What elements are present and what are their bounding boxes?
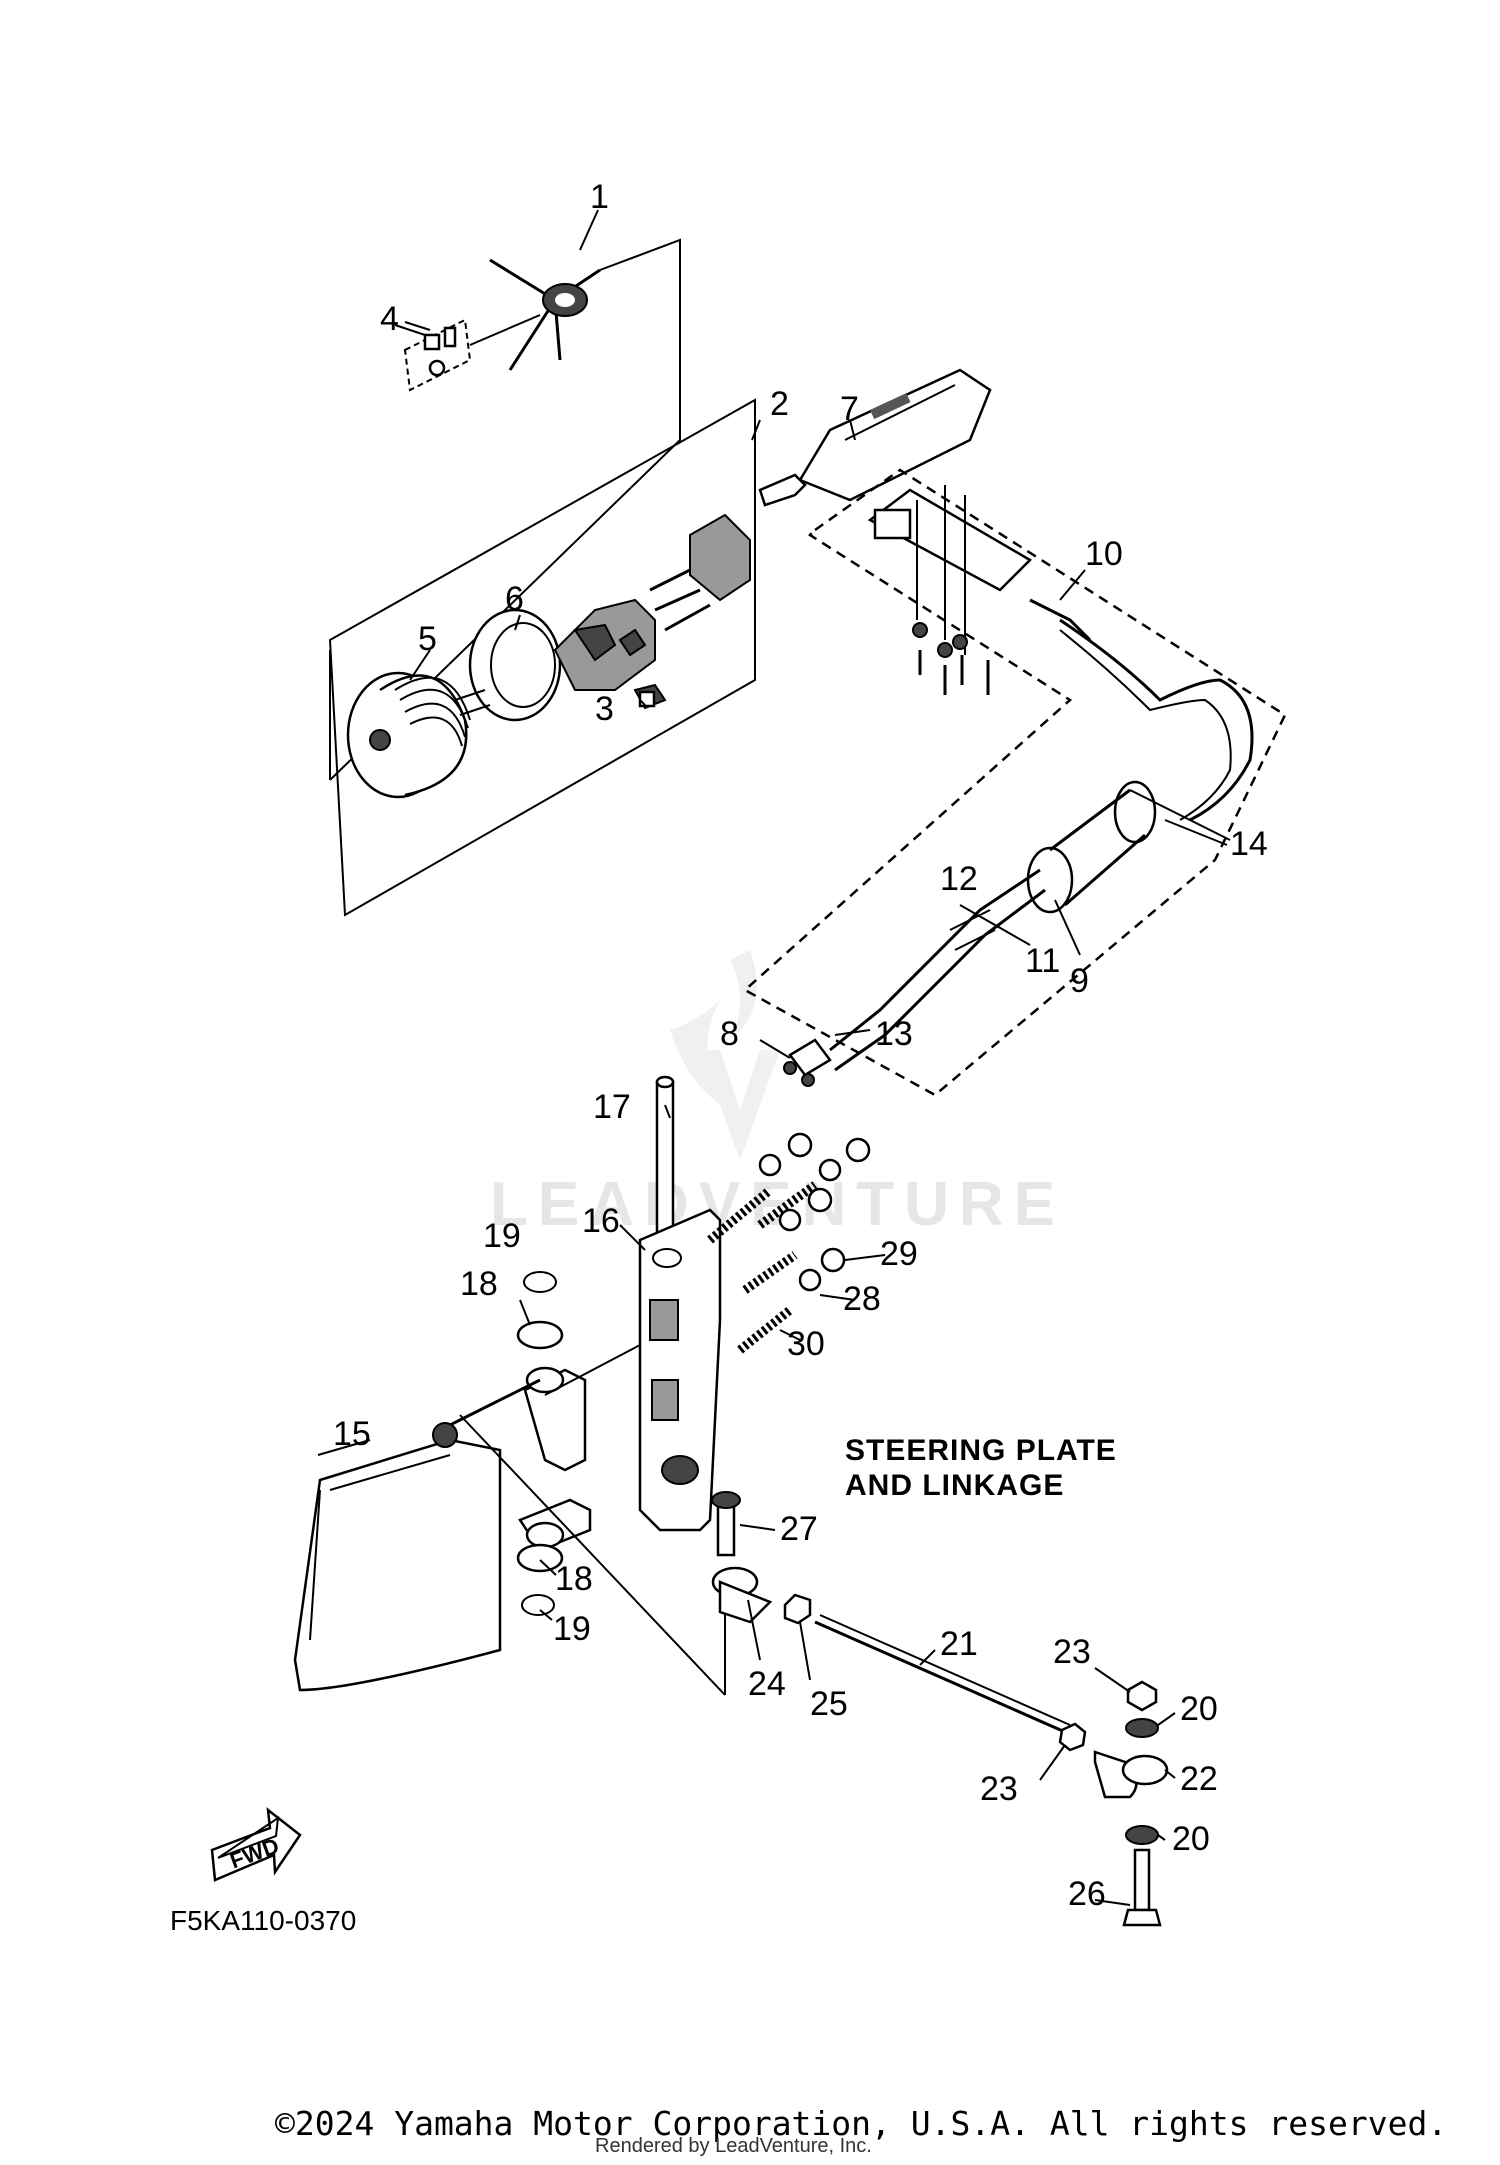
- callout-17: 17: [593, 1088, 631, 1126]
- callout-29: 29: [880, 1235, 918, 1273]
- callout-23b: 23: [980, 1770, 1018, 1808]
- hub-assembly-group: [328, 398, 756, 917]
- callout-4: 4: [380, 300, 399, 338]
- callout-20a: 20: [1180, 1690, 1218, 1728]
- rendered-by-notice: Rendered by LeadVenture, Inc.: [595, 2135, 872, 2157]
- callout-15: 15: [333, 1415, 371, 1453]
- callout-30: 30: [787, 1325, 825, 1363]
- callout-14: 14: [1230, 825, 1268, 863]
- copyright-notice: ©2024 Yamaha Motor Corporation, U.S.A. A…: [275, 2104, 1447, 2143]
- callout-11: 11: [1025, 942, 1060, 980]
- callout-6: 6: [505, 580, 524, 618]
- callout-8: 8: [720, 1015, 739, 1053]
- steering-plate-group: [293, 1271, 726, 1696]
- callout-28: 28: [843, 1280, 881, 1318]
- callout-19a: 19: [483, 1217, 521, 1255]
- diagram-title-line2: AND LINKAGE: [845, 1469, 1064, 1502]
- callout-3: 3: [595, 690, 614, 728]
- callout-13: 13: [875, 1015, 913, 1053]
- callout-27: 27: [780, 1510, 818, 1548]
- callout-2: 2: [770, 385, 789, 423]
- drawing-code: F5KA110-0370: [170, 1905, 356, 1936]
- bracket-group: [638, 1075, 886, 1532]
- cable-group: [783, 780, 1231, 1087]
- callout-5: 5: [418, 620, 437, 658]
- callout-20b: 20: [1172, 1820, 1210, 1858]
- callout-1: 1: [590, 178, 609, 216]
- callout-18b: 18: [555, 1560, 593, 1598]
- callout-21: 21: [940, 1625, 978, 1663]
- watermark-text: LEADVENTURE: [490, 1170, 1065, 1239]
- ribbed-housing: [346, 671, 471, 799]
- fwd-arrow-icon: FWD: [210, 1807, 302, 1882]
- callout-9: 9: [1070, 962, 1089, 1000]
- callout-12: 12: [940, 860, 978, 898]
- linkage-group: [711, 1491, 1169, 1927]
- diagram-title-line1: STEERING PLATE: [845, 1434, 1117, 1467]
- leader-lines: [317, 209, 1228, 1906]
- callout-19b: 19: [553, 1610, 591, 1648]
- remote-control-group: [742, 368, 1287, 1097]
- callout-7: 7: [840, 390, 859, 428]
- callout-10: 10: [1085, 535, 1123, 573]
- leadventure-logo-icon: [670, 950, 780, 1160]
- callout-23a: 23: [1053, 1633, 1091, 1671]
- callout-labels: 1 2 3 4 5 6 7 8 9 10 11 12 13 14 15 16 1…: [333, 178, 1268, 1913]
- callout-22: 22: [1180, 1760, 1218, 1798]
- callout-25: 25: [810, 1685, 848, 1723]
- callout-16: 16: [582, 1202, 620, 1240]
- callout-18a: 18: [460, 1265, 498, 1303]
- callout-26: 26: [1068, 1875, 1106, 1913]
- callout-24: 24: [748, 1665, 786, 1703]
